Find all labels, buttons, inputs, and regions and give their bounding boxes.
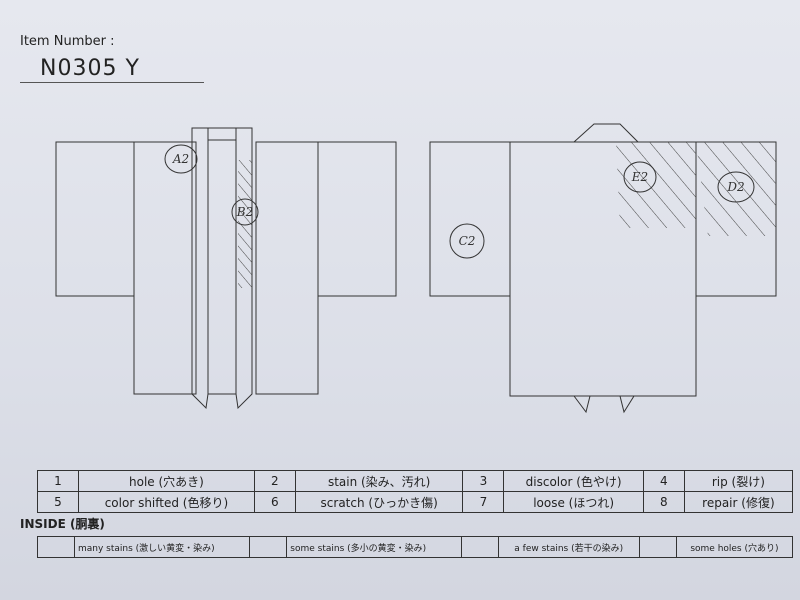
inside-label: some stains (多小の黄変・染み) <box>286 536 462 558</box>
inside-legend-table: many stains (激しい黄変・染み) some stains (多小の黄… <box>37 536 794 558</box>
back-hatch-d2 <box>696 142 776 236</box>
mark-circle-b2 <box>231 198 259 226</box>
defect-number: 8 <box>642 491 685 513</box>
item-number-underline <box>20 82 204 83</box>
inside-section-title: INSIDE (胴裏) <box>20 517 105 531</box>
back-left-sleeve <box>429 141 511 297</box>
inside-label: many stains (激しい黄変・染み) <box>73 536 251 558</box>
inside-label: some holes (穴あり) <box>675 536 794 558</box>
back-tab-right <box>619 395 635 414</box>
item-number-value: N0305 Y <box>40 56 140 81</box>
defect-number: 1 <box>37 470 79 492</box>
defect-label: repair (修復) <box>683 491 794 513</box>
front-right-sleeve <box>317 141 397 297</box>
defect-label: scratch (ひっかき傷) <box>294 491 464 513</box>
mark-circle-a2 <box>164 144 198 174</box>
table-row: 5 color shifted (色移り) 6 scratch (ひっかき傷) … <box>37 491 794 513</box>
defect-label: discolor (色やけ) <box>503 470 644 492</box>
defect-label: stain (染み、汚れ) <box>294 470 464 492</box>
defect-number: 5 <box>37 491 79 513</box>
defect-label: color shifted (色移り) <box>78 491 255 513</box>
back-hatch-e2 <box>616 142 696 228</box>
table-row: 1 hole (穴あき) 2 stain (染み、汚れ) 3 discolor … <box>37 470 794 492</box>
defect-number: 6 <box>253 491 296 513</box>
defect-number: 3 <box>462 470 505 492</box>
defect-legend-table: 1 hole (穴あき) 2 stain (染み、汚れ) 3 discolor … <box>37 470 794 513</box>
front-collar-inner <box>207 127 237 395</box>
front-collar-right <box>235 127 253 410</box>
front-collar-left <box>191 127 209 410</box>
mark-circle-e2 <box>623 161 657 193</box>
front-marks: A2 B2 <box>164 144 259 226</box>
front-right-body <box>255 141 319 395</box>
defect-label: loose (ほつれ) <box>503 491 644 513</box>
inside-swatch <box>249 536 288 558</box>
inside-label: a few stains (若干の染み) <box>497 536 640 558</box>
back-tab-left <box>573 395 591 414</box>
garment-diagram: A2 B2 C2 E2 D2 <box>55 123 777 414</box>
mark-d2: D2 <box>726 180 744 194</box>
mark-b2: B2 <box>236 205 253 219</box>
inside-swatch <box>638 536 677 558</box>
defect-label: rip (裂け) <box>683 470 794 492</box>
back-collar <box>572 123 640 143</box>
front-hatch-area <box>238 160 252 288</box>
mark-circle-d2 <box>717 171 755 203</box>
defect-number: 4 <box>642 470 685 492</box>
mark-e2: E2 <box>631 170 648 184</box>
back-marks: C2 E2 D2 <box>449 161 755 259</box>
front-view <box>55 127 397 410</box>
inside-swatch <box>460 536 499 558</box>
item-number-label: Item Number : <box>20 34 115 49</box>
defect-label: hole (穴あき) <box>78 470 255 492</box>
mark-a2: A2 <box>172 152 189 166</box>
front-left-sleeve <box>55 141 135 297</box>
mark-circle-c2 <box>449 223 485 259</box>
mark-c2: C2 <box>459 234 476 248</box>
defect-number: 7 <box>462 491 505 513</box>
defect-number: 2 <box>253 470 296 492</box>
table-row: many stains (激しい黄変・染み) some stains (多小の黄… <box>37 536 794 558</box>
inside-swatch <box>37 536 75 558</box>
front-left-body <box>133 141 197 395</box>
